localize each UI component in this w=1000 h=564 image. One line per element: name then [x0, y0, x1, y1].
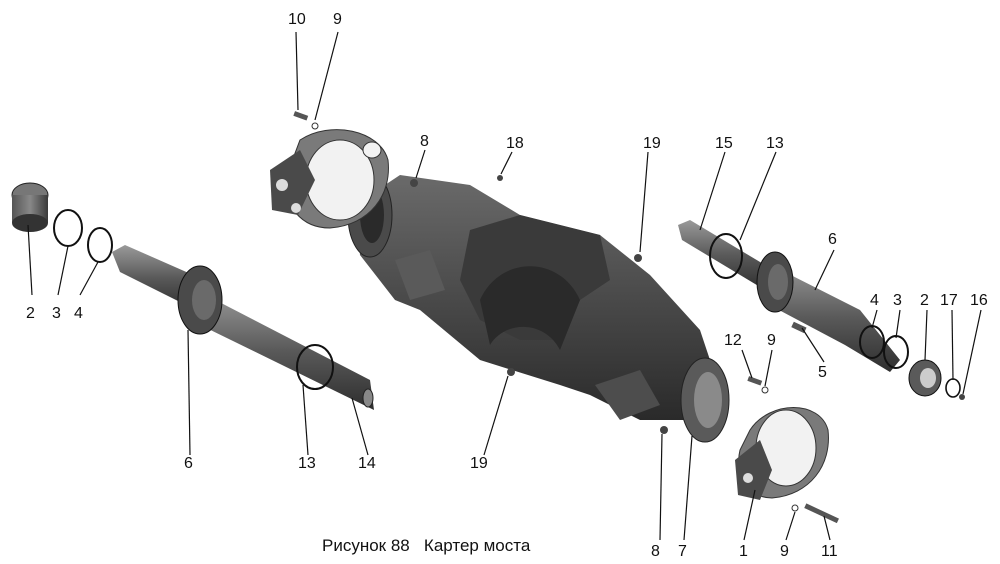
callout-7: 7 — [678, 543, 687, 560]
half-shaft-right — [678, 220, 900, 372]
axle-housing — [347, 172, 720, 420]
callout-17: 17 — [940, 292, 958, 309]
bolt-12 — [747, 376, 763, 386]
callout-18: 18 — [506, 135, 524, 152]
washer-9-top — [311, 122, 319, 130]
callout-14: 14 — [358, 455, 376, 472]
callout-labels: 10 9 8 18 19 15 13 6 4 3 2 17 16 2 3 4 1… — [26, 11, 988, 560]
callout-5: 5 — [818, 364, 827, 381]
o-ring-13-left — [296, 344, 334, 390]
snap-ring-17 — [945, 378, 961, 398]
callout-6-left: 6 — [184, 455, 193, 472]
bolt-16 — [959, 394, 965, 400]
callout-3-right: 3 — [893, 292, 902, 309]
figure-caption: Рисунок 88 Картер моста — [322, 536, 531, 555]
callout-2-left: 2 — [26, 305, 35, 322]
bolt-5 — [791, 321, 807, 334]
callout-8-top: 8 — [420, 133, 429, 150]
flange-bracket-top — [270, 129, 389, 229]
callout-19-top: 19 — [643, 135, 661, 152]
nut-8-bottom — [660, 426, 668, 434]
o-ring-4-left — [87, 227, 113, 263]
callout-8-bottom: 8 — [651, 543, 660, 560]
callout-13-right: 13 — [766, 135, 784, 152]
half-shaft-left — [112, 245, 374, 410]
washer-9-bottom — [791, 504, 799, 512]
plug-18 — [497, 175, 503, 181]
o-ring-13-right — [709, 233, 743, 279]
callout-9-top: 9 — [333, 11, 342, 28]
bolt-10 — [293, 111, 309, 121]
leader-lines — [27, 31, 982, 541]
callout-11: 11 — [821, 543, 838, 560]
callout-1: 1 — [739, 543, 748, 560]
plug-19-bottom — [507, 368, 515, 376]
callout-9-mid: 9 — [767, 332, 776, 349]
callout-9-bottom: 9 — [780, 543, 789, 560]
nut-8-top — [410, 179, 418, 187]
flange-bracket-bottom — [735, 407, 829, 500]
callout-2-right: 2 — [920, 292, 929, 309]
callout-3-left: 3 — [52, 305, 61, 322]
callout-16: 16 — [970, 292, 988, 309]
washer-9-mid — [761, 386, 769, 394]
callout-15: 15 — [715, 135, 733, 152]
callout-4-left: 4 — [74, 305, 83, 322]
callout-10: 10 — [288, 11, 306, 28]
plug-19-top — [634, 254, 642, 262]
bearing-ring-right — [908, 359, 942, 397]
callout-13-left: 13 — [298, 455, 316, 472]
callout-19-bottom: 19 — [470, 455, 488, 472]
o-ring-3-left — [53, 209, 83, 247]
callout-6-right: 6 — [828, 231, 837, 248]
bearing-ring-left — [11, 182, 49, 232]
flange-right — [680, 357, 730, 443]
callout-12: 12 — [724, 332, 742, 349]
callout-4-right: 4 — [870, 292, 879, 309]
bolt-11 — [804, 503, 839, 524]
